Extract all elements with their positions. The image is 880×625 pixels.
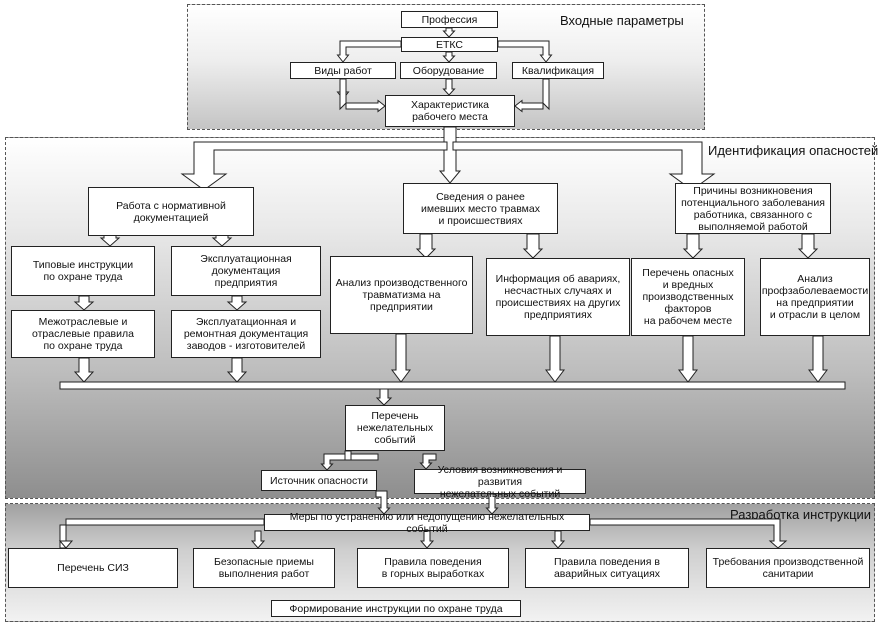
arrow-down (545, 335, 565, 383)
box-equipment: Оборудование (400, 62, 497, 79)
arrow-down (438, 126, 462, 184)
box-safe-methods: Безопасные приемы выполнения работ (193, 548, 335, 588)
box-disease-causes: Причины возникновения потенциального заб… (675, 183, 831, 234)
box-event-conditions: Условия возникновения и развития нежелат… (414, 464, 586, 500)
arrow-joint (339, 78, 347, 111)
box-intersectoral-rules: Межотраслевые и отраслевые правила по ох… (11, 310, 155, 358)
arrow-elbow (336, 40, 402, 63)
collector-bar (59, 381, 846, 390)
arrow-horizontal (345, 99, 386, 113)
arrow-head (58, 540, 74, 549)
box-normative-docs: Работа с нормативной документацией (88, 187, 254, 236)
box-typical-instructions: Типовые инструкции по охране труда (11, 246, 155, 296)
arrow-horizontal (514, 99, 544, 113)
arrow-down (73, 295, 95, 311)
arrow-down (226, 295, 248, 311)
section-title-identification: Идентификация опасностей (708, 143, 879, 158)
arrow-down (522, 233, 544, 259)
box-manufacturer-docs: Эксплуатационная и ремонтная документаци… (171, 310, 321, 358)
box-operational-docs: Эксплуатационная документация предприяти… (171, 246, 321, 296)
arrow-down (550, 530, 566, 549)
section-title-input: Входные параметры (560, 13, 684, 28)
arrow-down (250, 530, 266, 549)
box-work-types: Виды работ (290, 62, 396, 79)
arrow-down (226, 357, 248, 383)
arrow-joint (344, 450, 352, 461)
box-hazard-source: Источник опасности (261, 470, 377, 491)
arrow-down (419, 530, 435, 549)
arrow-elbow (320, 453, 379, 471)
section-title-development: Разработка инструкции (730, 507, 872, 522)
arrow-down (797, 233, 819, 259)
box-qualification: Квалификация (512, 62, 604, 79)
arrow-down (442, 78, 456, 96)
box-emergency-rules: Правила поведения в аварийных ситуациях (525, 548, 689, 588)
arrow-branch (589, 518, 788, 549)
arrow-down (391, 333, 411, 383)
arrow-elbow (497, 40, 553, 63)
arrow-down (808, 335, 828, 383)
arrow-down (678, 335, 698, 383)
box-sanitary-requirements: Требования производственной санитарии (706, 548, 870, 588)
arrow-down (442, 27, 456, 38)
box-workplace-characteristics: Характеристика рабочего места (385, 95, 515, 127)
box-profession: Профессия (401, 11, 498, 28)
box-mine-rules: Правила поведения в горных выработках (357, 548, 509, 588)
arrow-elbow-big (180, 141, 448, 191)
box-prior-injuries: Сведения о ранее имевших место травмах и… (403, 183, 558, 234)
box-hazard-factors: Перечень опасных и вредных производствен… (631, 258, 745, 336)
box-accident-info: Информация об авариях, несчастных случая… (486, 258, 630, 336)
arrow-down (442, 51, 456, 63)
arrow-down (485, 493, 499, 515)
box-disease-analysis: Анализ профзаболеваемости на предприятии… (760, 258, 870, 336)
arrow-down (682, 233, 704, 259)
box-unwanted-events: Перечень нежелательных событий (345, 405, 445, 451)
arrow-elbow (419, 453, 437, 470)
arrow-branch (59, 518, 265, 549)
arrow-down (415, 233, 437, 259)
box-ppe-list: Перечень СИЗ (8, 548, 178, 588)
arrow-joint (542, 78, 550, 111)
box-measures: Меры по устранению или недопущению нежел… (264, 511, 590, 535)
box-injury-analysis: Анализ производственного травматизма на … (330, 256, 473, 334)
arrow-down (73, 357, 95, 383)
box-etks: ЕТКС (401, 37, 498, 52)
arrow-elbow (375, 490, 391, 515)
arrow-down (375, 388, 393, 406)
box-final-instruction: Формирование инструкции по охране труда (271, 600, 521, 617)
